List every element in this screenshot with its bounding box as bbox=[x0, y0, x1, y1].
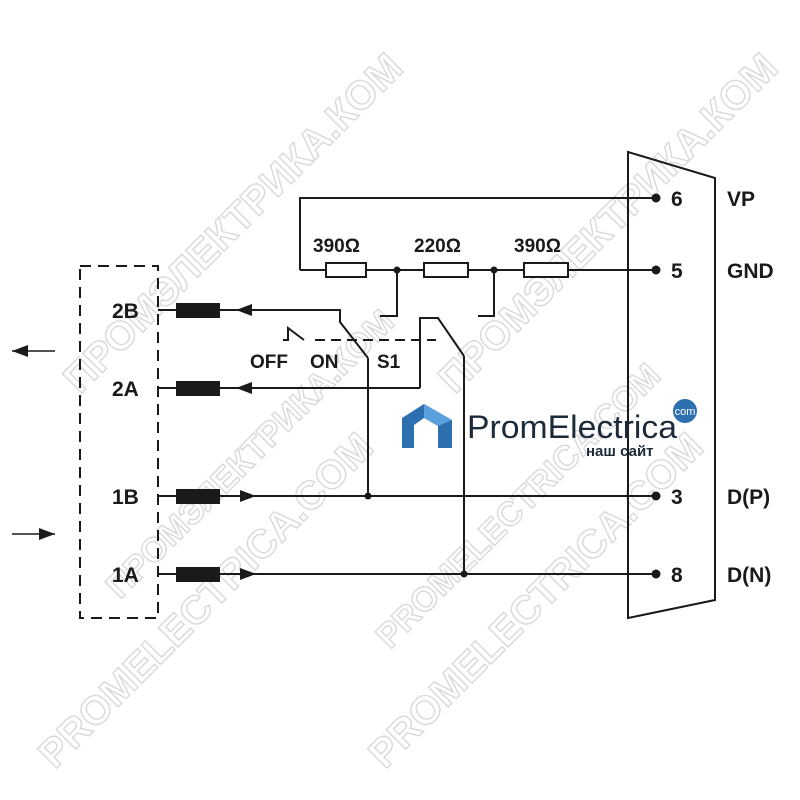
bus-direction-arrows bbox=[12, 345, 55, 540]
logo-com-badge bbox=[673, 399, 697, 423]
terminal-label-1a: 1A bbox=[112, 564, 139, 587]
arrow-left-icon bbox=[236, 382, 252, 394]
logo-tagline: наш сайт bbox=[586, 443, 654, 460]
watermark-text: ПРОМЭЛЕКТРИКА.КОМ bbox=[430, 45, 786, 401]
switch-on-label: ON bbox=[310, 352, 339, 373]
pin-dot bbox=[651, 491, 661, 501]
bus-connectors bbox=[176, 303, 220, 582]
signal-label-dn: D(N) bbox=[727, 564, 771, 587]
signal-label-dp: D(P) bbox=[727, 486, 770, 509]
terminal-label-2a: 2A bbox=[112, 378, 139, 401]
arrow-right-icon bbox=[240, 490, 256, 502]
logo-mark-icon bbox=[402, 404, 452, 448]
logo-brand-text: PromElectrica bbox=[467, 409, 677, 445]
bus-block-outline bbox=[79, 265, 159, 619]
resistors bbox=[325, 262, 569, 278]
pin-number-5: 5 bbox=[671, 260, 683, 283]
resistor-label: 390Ω bbox=[514, 236, 561, 257]
connector-body-2a bbox=[176, 381, 220, 396]
junction-dot bbox=[393, 266, 401, 274]
junction-dot bbox=[490, 266, 498, 274]
arrow-left-icon bbox=[236, 304, 252, 316]
logo-com-text: com bbox=[675, 406, 696, 418]
switch-off-label: OFF bbox=[250, 352, 288, 373]
junction-dot bbox=[460, 570, 468, 578]
resistor-390-right bbox=[523, 262, 569, 278]
vp-wire bbox=[299, 197, 656, 270]
tap-wire-left bbox=[380, 270, 398, 317]
tap-wire-right bbox=[478, 270, 495, 317]
bus-terminal-labels: 2B 2A 1B 1A bbox=[112, 300, 139, 587]
resistor-label: 390Ω bbox=[313, 236, 360, 257]
switch-name-label: S1 bbox=[377, 352, 401, 373]
terminal-label-2b: 2B bbox=[112, 300, 139, 323]
dsub-connector-outline bbox=[627, 150, 716, 620]
signal-arrows bbox=[236, 304, 256, 580]
connector-body-2b bbox=[176, 303, 220, 318]
pin-dot bbox=[651, 265, 661, 275]
arrow-right-icon bbox=[39, 528, 55, 540]
pin-dot bbox=[651, 569, 661, 579]
pin-dot bbox=[651, 193, 661, 203]
resistor-labels: 390Ω 220Ω 390Ω bbox=[313, 236, 561, 257]
signal-label-vp: VP bbox=[727, 188, 755, 211]
pin-number-6: 6 bbox=[671, 188, 683, 211]
arrow-right-icon bbox=[240, 568, 256, 580]
connector-body-1a bbox=[176, 567, 220, 582]
pin-labels: 6 5 3 8 VP GND D(P) D(N) bbox=[671, 188, 774, 587]
junctions bbox=[364, 193, 661, 579]
promelectrica-logo: PromElectrica com наш сайт bbox=[402, 399, 697, 460]
switch-labels: OFF ON S1 bbox=[250, 352, 401, 373]
switch-off-on-indicator bbox=[283, 326, 305, 341]
resistor-label: 220Ω bbox=[414, 236, 461, 257]
resistor-390-left bbox=[325, 262, 367, 278]
resistor-220 bbox=[423, 262, 469, 278]
signal-label-gnd: GND bbox=[727, 260, 774, 283]
pin-number-3: 3 bbox=[671, 486, 683, 509]
switch-contact-right bbox=[419, 317, 465, 388]
junction-dot bbox=[364, 492, 372, 500]
pin-number-8: 8 bbox=[671, 564, 683, 587]
arrow-left-icon bbox=[12, 345, 28, 357]
wiring bbox=[158, 197, 656, 575]
terminal-label-1b: 1B bbox=[112, 486, 139, 509]
connector-body-1b bbox=[176, 489, 220, 504]
